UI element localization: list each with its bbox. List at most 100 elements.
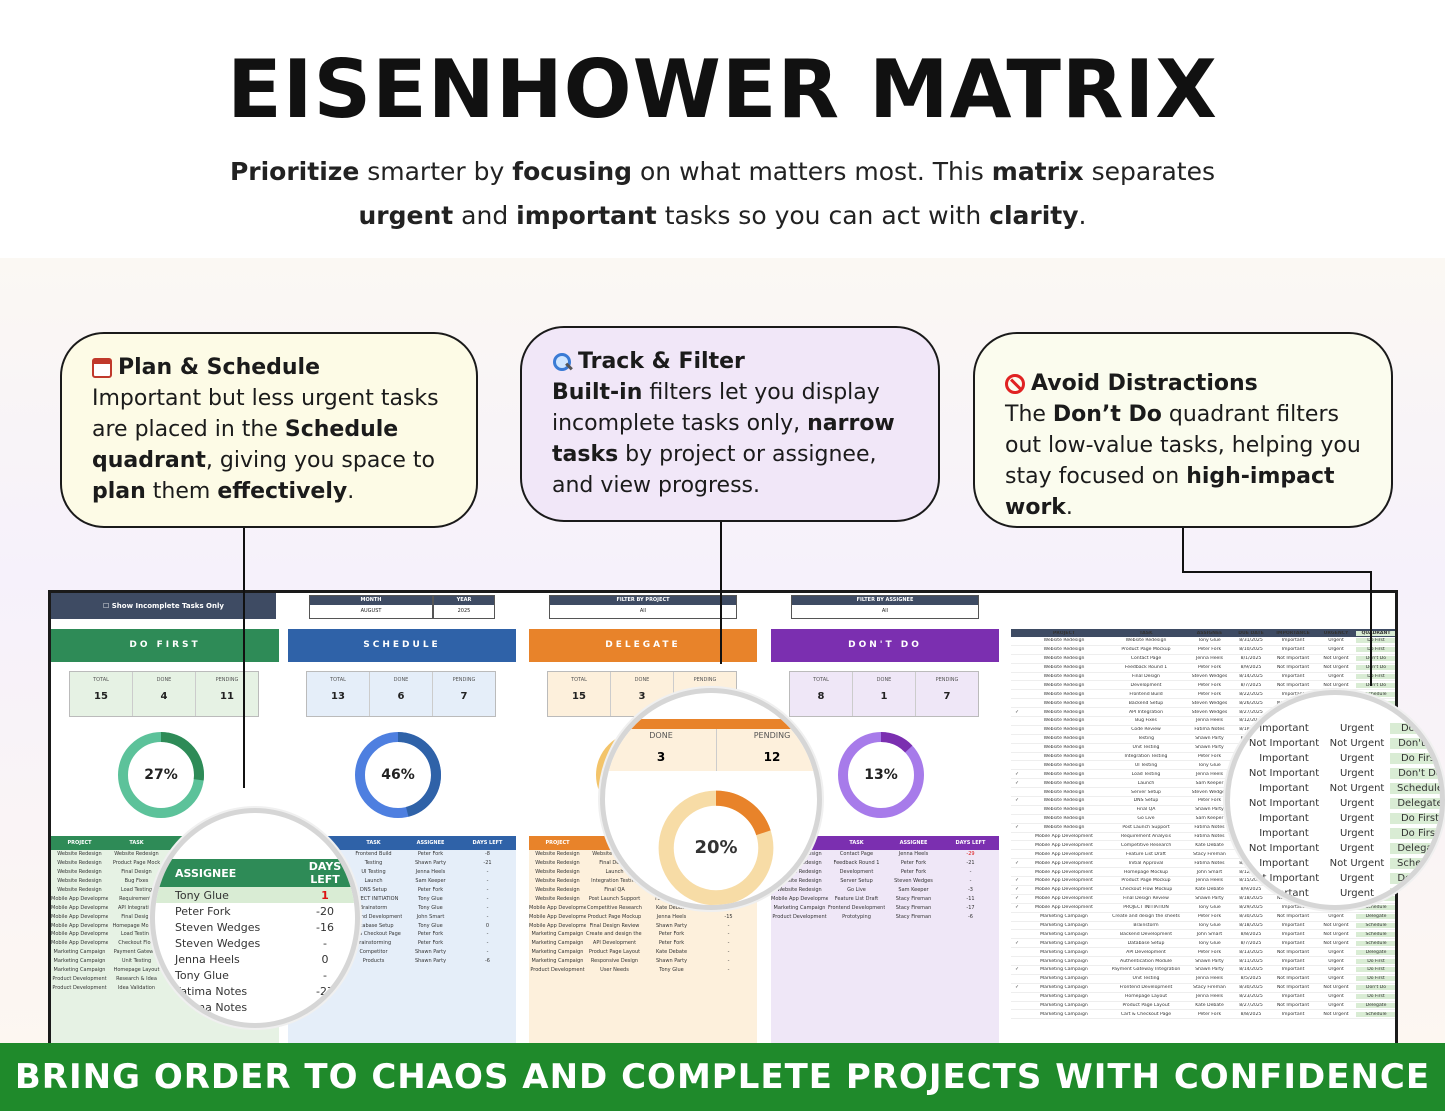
table-cell: Schedule [1356, 691, 1395, 697]
table-cell: Product Page Layout [1122, 1002, 1170, 1008]
table-cell: Marketing Campaign [1040, 976, 1088, 982]
table-cell: Steven Wedges [1191, 789, 1228, 795]
table-cell: Create and design the sheets [586, 931, 643, 938]
table-cell: Feature List Draft [834, 895, 879, 902]
table-cell: - [727, 958, 730, 965]
bold-text: clarity [989, 201, 1079, 230]
table-cell: Peter Fork [1197, 691, 1222, 697]
table-cell: 8/13/2025 [1239, 949, 1263, 955]
table-cell: Competitive Research [587, 904, 642, 911]
stat-label: DONE [393, 677, 409, 683]
table-cell: Mobile App Development [1035, 896, 1093, 902]
table-cell: Marketing Campaign [1040, 1002, 1088, 1008]
show-incomplete-toggle[interactable]: ☐ Show Incomplete Tasks Only [51, 593, 276, 619]
bold-text: Don’t Do [1052, 402, 1162, 427]
filter-value: 2025 [457, 608, 471, 614]
table-cell: Do First [1356, 976, 1395, 982]
table-cell: 8/30/2025 [1239, 914, 1263, 920]
table-cell: Jenna Heels [898, 851, 929, 858]
filter-header: MONTH [310, 596, 432, 605]
table-cell: - [486, 940, 489, 947]
table-cell: Shawn Party [1195, 807, 1224, 813]
table-cell: Fatima Notes [1194, 860, 1225, 866]
table-cell: - [486, 931, 489, 938]
bold-text: effectively [217, 479, 348, 504]
table-cell: Marketing Campaign [53, 958, 106, 965]
table-cell: Kate Debate [655, 949, 688, 956]
done-checkbox: ✓ [1015, 825, 1019, 831]
quadrant-cell: Do First [1390, 888, 1440, 899]
table-cell: Urgent [1328, 967, 1344, 973]
zoom-row: Fatima Notes-27 [155, 983, 355, 999]
table-cell: Tony Glue [1198, 940, 1221, 946]
text-segment: and [453, 201, 517, 230]
column-header: QUADRANT [1356, 630, 1395, 636]
calendar-icon [92, 357, 112, 378]
table-cell: 8/14/2025 [1239, 674, 1263, 679]
progress-donut [118, 732, 204, 818]
table-cell: -21 [483, 860, 492, 867]
table-cell: 8/9/2025 [1240, 665, 1262, 671]
table-cell: Product Page Mockup [1121, 878, 1171, 884]
table-cell: Urgent [1328, 1002, 1344, 1008]
text-segment: on what matters most. This [632, 157, 992, 186]
table-cell: John Smart [1196, 869, 1223, 875]
quadrant-title: SCHEDULE [288, 629, 516, 662]
table-cell: Website Redesign [535, 887, 580, 893]
table-cell: Testing [364, 860, 383, 867]
column-header: TASK [366, 840, 381, 846]
quadrant-cell: Delegate [1390, 843, 1440, 854]
table-cell: Website Redesign [1043, 647, 1085, 653]
table-cell: Marketing Campaign [1040, 940, 1088, 946]
callout-title: Plan & Schedule [118, 355, 321, 380]
table-cell: Website Redesign [1043, 682, 1085, 688]
column-header: URGENCY [1323, 630, 1349, 636]
table-cell: Idea Validation [117, 984, 156, 991]
stat-label: DONE [649, 731, 673, 740]
table-cell: Don't Do [1356, 665, 1395, 671]
quadrant-title: DELEGATE [529, 629, 757, 662]
callout-track-filter: Track & Filter Built-in filters let you … [520, 326, 940, 522]
table-cell: Contact Page [839, 851, 874, 858]
table-cell: Website Redesign [1043, 780, 1085, 786]
table-cell: 8/1/2025 [1240, 656, 1262, 662]
done-checkbox: ✓ [1015, 905, 1019, 911]
urgency-cell: Urgent [1339, 723, 1374, 734]
table-cell: Sam Keeper [415, 878, 446, 885]
table-cell: Important [1281, 905, 1305, 911]
table-cell: UI Testing [1134, 762, 1158, 768]
table-cell: Delegate [1356, 1002, 1395, 1008]
table-cell: Website Redesign [1043, 825, 1085, 831]
table-cell: Shawn Party [1195, 896, 1224, 902]
quadrant-cell: Do First [1390, 723, 1440, 734]
importance-cell: Important [1259, 813, 1309, 824]
table-cell: Website Redesign [57, 878, 102, 885]
table-cell: Product Development [530, 967, 585, 974]
table-cell: John Smart [416, 913, 445, 920]
table-cell: Feature List Draft [1126, 851, 1166, 857]
table-cell: Important [1281, 674, 1305, 679]
importance-cell: Important [1259, 723, 1309, 734]
table-cell: Tony Glue [418, 895, 443, 902]
bold-text: Built-in [552, 380, 643, 405]
table-cell: Launch [605, 869, 624, 876]
urgency-cell: Urgent [1339, 813, 1374, 824]
callout-body: Important but less urgent tasks are plac… [92, 383, 446, 507]
stat-value: 1 [880, 691, 888, 702]
table-cell: Marketing Campaign [1040, 994, 1088, 1000]
